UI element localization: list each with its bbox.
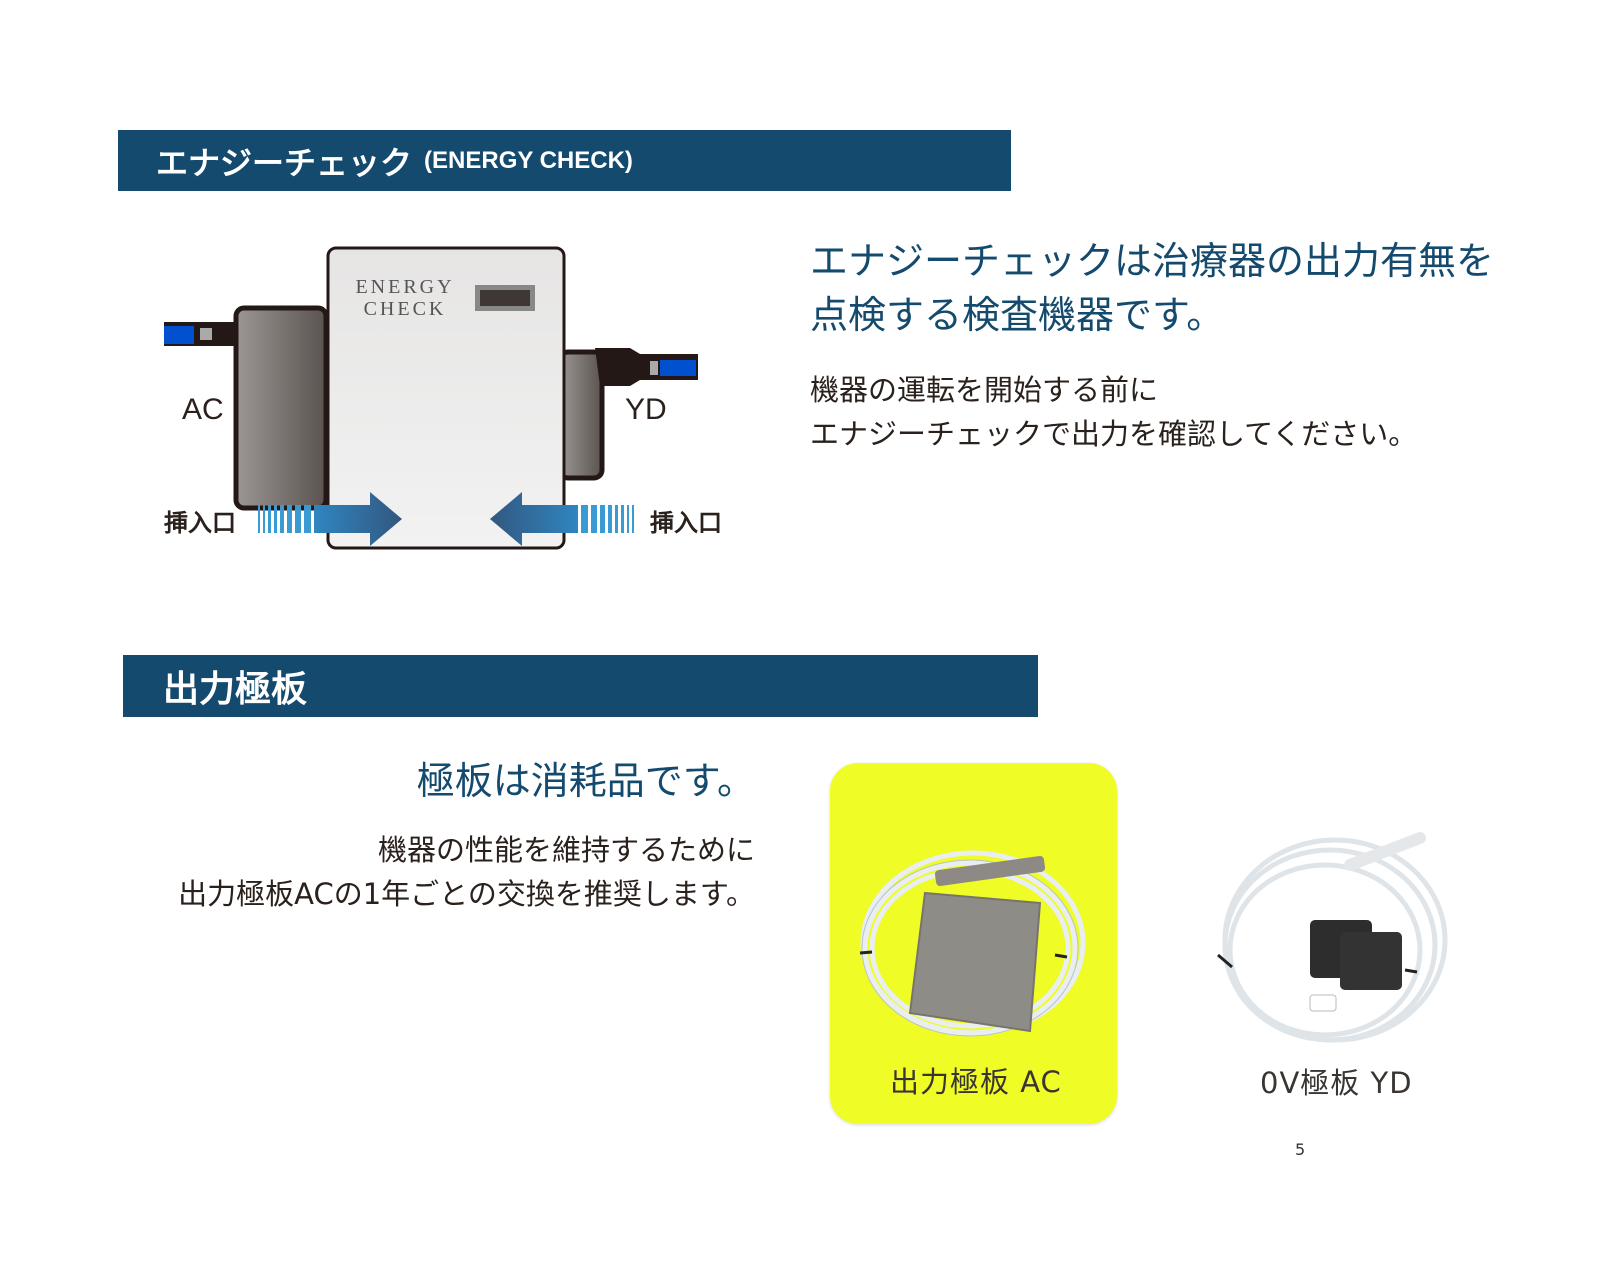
device-body — [326, 246, 566, 550]
product-card-yd: 0V極板 YD — [1200, 820, 1460, 1100]
ac-module — [233, 305, 329, 511]
electrode-pad — [1340, 932, 1402, 990]
device-label-2: CHECK — [364, 298, 447, 320]
product-caption-yd: 0V極板 YD — [1260, 1066, 1413, 1100]
yd-electrode-photo — [1217, 832, 1448, 1043]
yd-module — [557, 349, 605, 481]
left-insert-label: 挿入口 — [164, 509, 236, 537]
electrode-body: 機器の性能を維持するために 出力極板ACの1年ごとの交換を推奨します。 — [100, 828, 755, 916]
ac-electrode-photo — [859, 850, 1086, 1037]
insert-stripes-right — [581, 505, 634, 533]
electrode-lead: 極板は消耗品です。 — [416, 759, 755, 803]
arrow-left-icon — [490, 492, 578, 546]
body-line: 機器の運転を開始する前に — [810, 373, 1159, 407]
product-caption-ac: 出力極板 AC — [890, 1065, 1062, 1099]
section-title: 出力極板 — [163, 669, 308, 710]
connector — [934, 855, 1046, 887]
section-header-electrode: 出力極板 — [123, 655, 1038, 717]
insert-stripes-left — [258, 505, 311, 533]
body-line: 機器の性能を維持するために — [377, 833, 755, 867]
arrow-right-icon — [314, 492, 402, 546]
section-title: エナジーチェック — [156, 143, 413, 182]
section-title-sub: (ENERGY CHECK) — [424, 146, 633, 174]
device-label-1: ENERGY — [355, 276, 454, 298]
electrode-pad — [908, 891, 1042, 1033]
section-header-energy-check: エナジーチェック (ENERGY CHECK) — [118, 130, 1011, 191]
energy-check-body: 機器の運転を開始する前に エナジーチェックで出力を確認してください。 — [810, 368, 1417, 456]
energy-check-lead: エナジーチェックは治療器の出力有無を 点検する検査機器です。 — [810, 234, 1494, 342]
yd-plug — [660, 360, 696, 376]
ac-plug — [164, 326, 194, 344]
yd-port-label: YD — [625, 393, 667, 426]
display-icon — [480, 290, 530, 306]
body-line: 出力極板ACの1年ごとの交換を推奨します。 — [178, 877, 755, 911]
device-illustration: ENERGY CHECK — [164, 246, 698, 550]
lead-line: 点検する検査機器です。 — [810, 293, 1225, 337]
lead-line: エナジーチェックは治療器の出力有無を — [810, 239, 1495, 283]
product-card-ac: 出力極板 AC — [830, 763, 1117, 1124]
page-number: 5 — [1295, 1140, 1306, 1159]
energy-check-diagram: ENERGY CHECK AC YD 挿入口 挿入口 — [150, 230, 750, 570]
right-insert-label: 挿入口 — [650, 509, 722, 537]
body-line: エナジーチェックで出力を確認してください。 — [810, 417, 1418, 451]
ac-port-label: AC — [182, 393, 224, 426]
